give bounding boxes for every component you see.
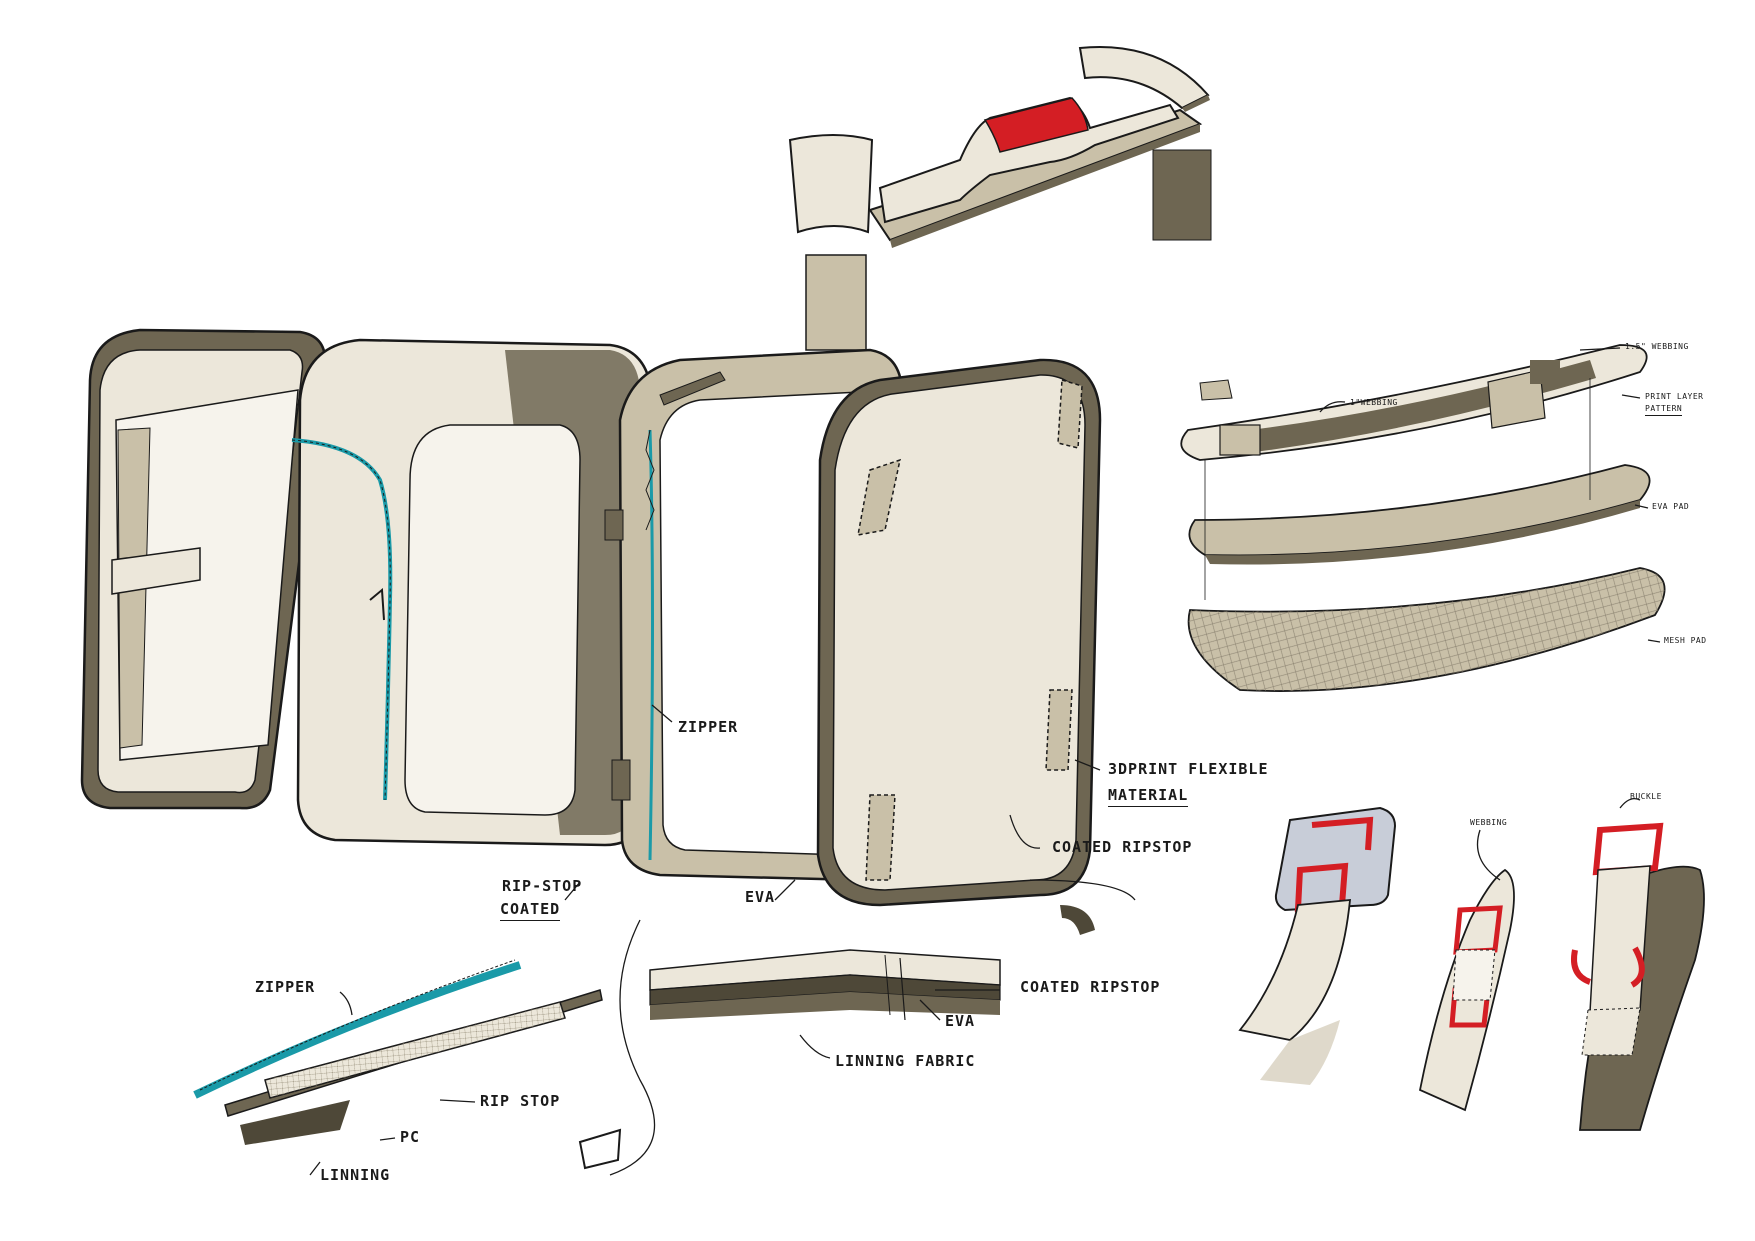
handle-end-cap-right [1078, 46, 1210, 110]
side-panel-fragment [1152, 149, 1212, 241]
label-eva-pad: EVA PAD [1652, 502, 1690, 511]
label-material: MATERIAL [1108, 786, 1189, 807]
back-panel [80, 328, 327, 810]
front-panel [816, 358, 1102, 907]
label-eva-main: EVA [745, 888, 776, 906]
handle-end-cap-left [788, 134, 874, 234]
label-webbing-1-5: 1.5" WEBBING [1625, 342, 1689, 351]
handle-red-grip [983, 97, 1089, 153]
label-coated-ripstop-detail: COATED RIPSTOP [1020, 978, 1161, 996]
buckle-details [1238, 806, 1705, 1131]
strap-eva-pad [1188, 464, 1651, 557]
leader-lines [309, 347, 1661, 1176]
label-linning-detail: LINNING [320, 1166, 391, 1184]
label-mesh-pad: MESH PAD [1664, 636, 1707, 645]
label-zipper-detail: ZIPPER [255, 978, 316, 996]
label-pattern: PATTERN [1645, 404, 1683, 416]
label-webbing-1: 1"WEBBING [1350, 398, 1398, 407]
detail-zipper-tape [193, 961, 522, 1099]
handle-top-strap [878, 96, 1180, 224]
label-print-layer: PRINT LAYER [1645, 392, 1704, 401]
zipper-cross-section [193, 959, 622, 1170]
shoulder-strap-layers [1180, 344, 1666, 692]
label-rip-stop-detail: RIP STOP [480, 1092, 561, 1110]
strap-fragment [805, 254, 867, 351]
label-coated-ripstop-main: COATED RIPSTOP [1052, 838, 1193, 856]
top-handle-assembly [788, 46, 1212, 351]
label-pc-detail: PC [400, 1128, 421, 1146]
label-coated: COATED [500, 900, 561, 921]
label-eva-detail: EVA [945, 1012, 976, 1030]
label-3dprint-flexible: 3DPRINT FLEXIBLE [1108, 760, 1269, 778]
label-buckle: BUCKLE [1630, 792, 1662, 801]
label-linning-fabric: LINNING FABRIC [835, 1052, 976, 1070]
label-zipper-main: ZIPPER [678, 718, 739, 736]
label-rip-stop: RIP-STOP [502, 877, 583, 895]
main-body [291, 338, 654, 847]
fabric-layer-cross-section [649, 905, 1095, 1021]
label-webbing-strap: WEBBING [1470, 818, 1508, 827]
